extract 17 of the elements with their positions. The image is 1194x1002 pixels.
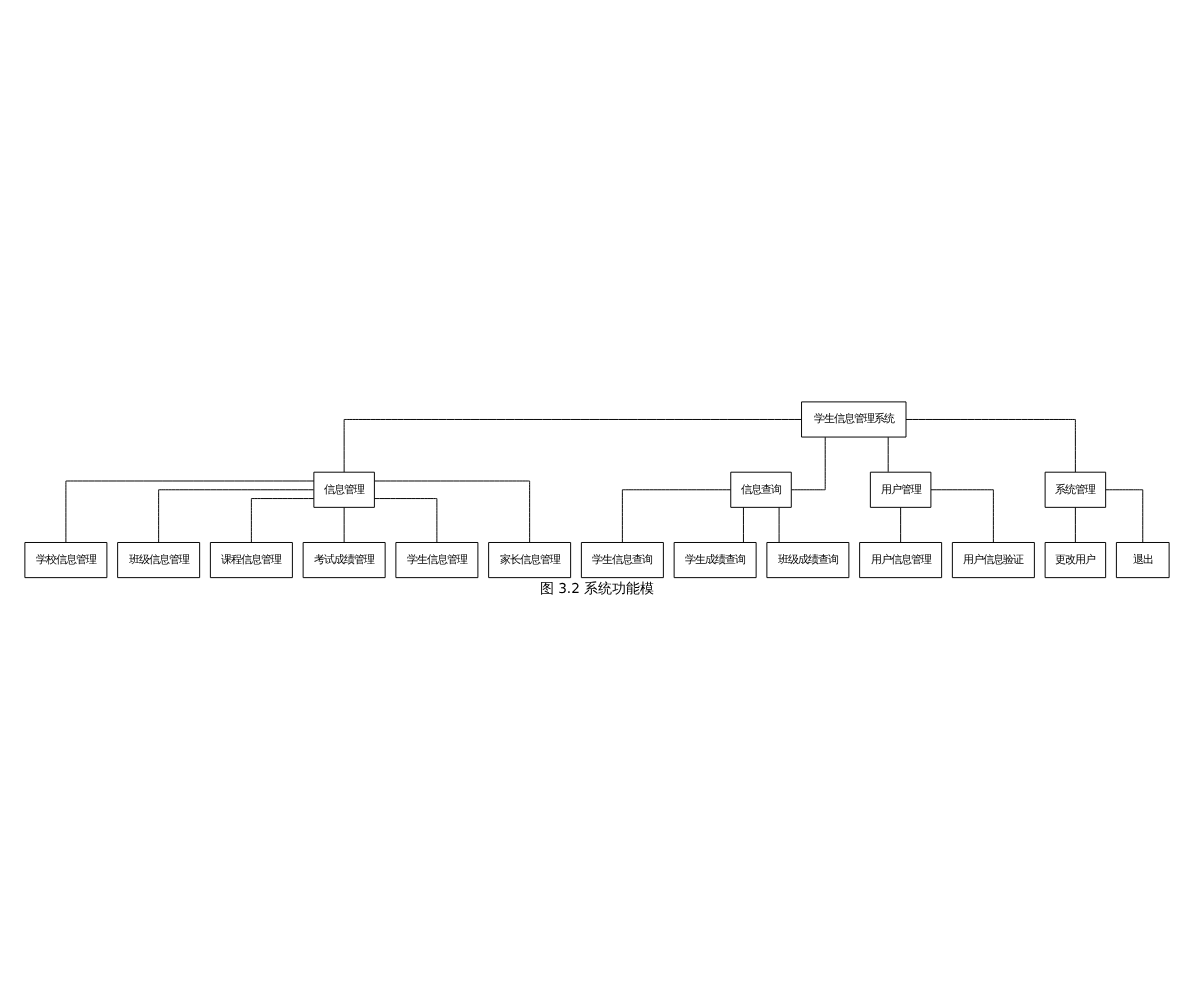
connector <box>374 498 438 543</box>
connector <box>1074 507 1076 543</box>
connector <box>374 480 531 543</box>
connector <box>250 498 315 543</box>
connector <box>900 507 902 543</box>
connector <box>158 489 314 543</box>
connector <box>930 489 994 543</box>
connector <box>65 480 315 543</box>
connector <box>1105 489 1144 543</box>
connector <box>905 419 1076 473</box>
connector <box>887 436 889 473</box>
connector <box>343 507 345 543</box>
connector <box>742 507 744 543</box>
connector <box>778 507 780 543</box>
connector <box>343 419 802 473</box>
connector <box>621 489 732 543</box>
connector <box>791 436 826 491</box>
